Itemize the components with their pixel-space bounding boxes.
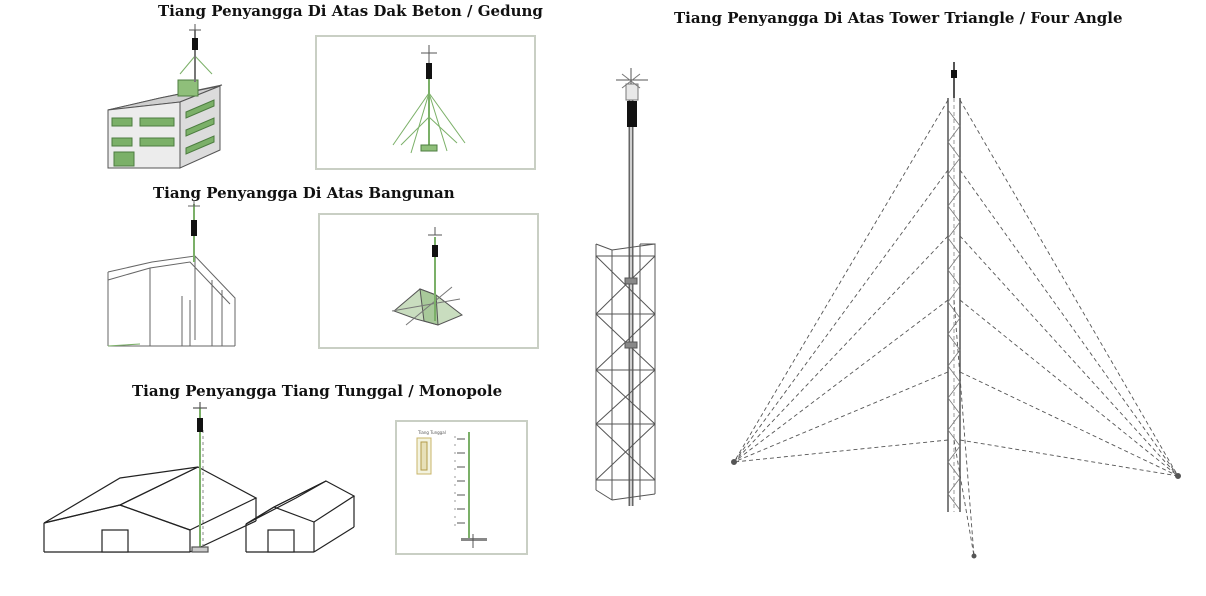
lattice-mast-illustration — [595, 68, 656, 506]
caption-atas-bangunan: Tiang Penyangga Di Atas Bangunan — [153, 184, 455, 202]
detail-panel-monopole: Tiang Tunggal — [395, 420, 528, 555]
warehouse-monopole-illustration — [43, 402, 356, 553]
caption-monopole: Tiang Penyangga Tiang Tunggal / Monopole — [132, 382, 503, 400]
building-gedung-illustration — [107, 24, 223, 169]
monopole-detail-legend: Tiang Tunggal — [418, 430, 446, 435]
guyed-tower-illustration — [731, 62, 1181, 559]
monopole-detail-drawing — [416, 432, 487, 548]
detail-panel-bangunan — [318, 213, 539, 349]
caption-dak-beton-gedung: Tiang Penyangga Di Atas Dak Beton / Gedu… — [158, 2, 543, 20]
building-bangunan-illustration — [107, 200, 236, 347]
roof-mast-detail — [391, 227, 463, 326]
caption-tower-triangle: Tiang Penyangga Di Atas Tower Triangle /… — [674, 9, 1123, 27]
detail-panel-gedung — [315, 35, 536, 170]
tripod-mast-detail — [392, 45, 466, 154]
